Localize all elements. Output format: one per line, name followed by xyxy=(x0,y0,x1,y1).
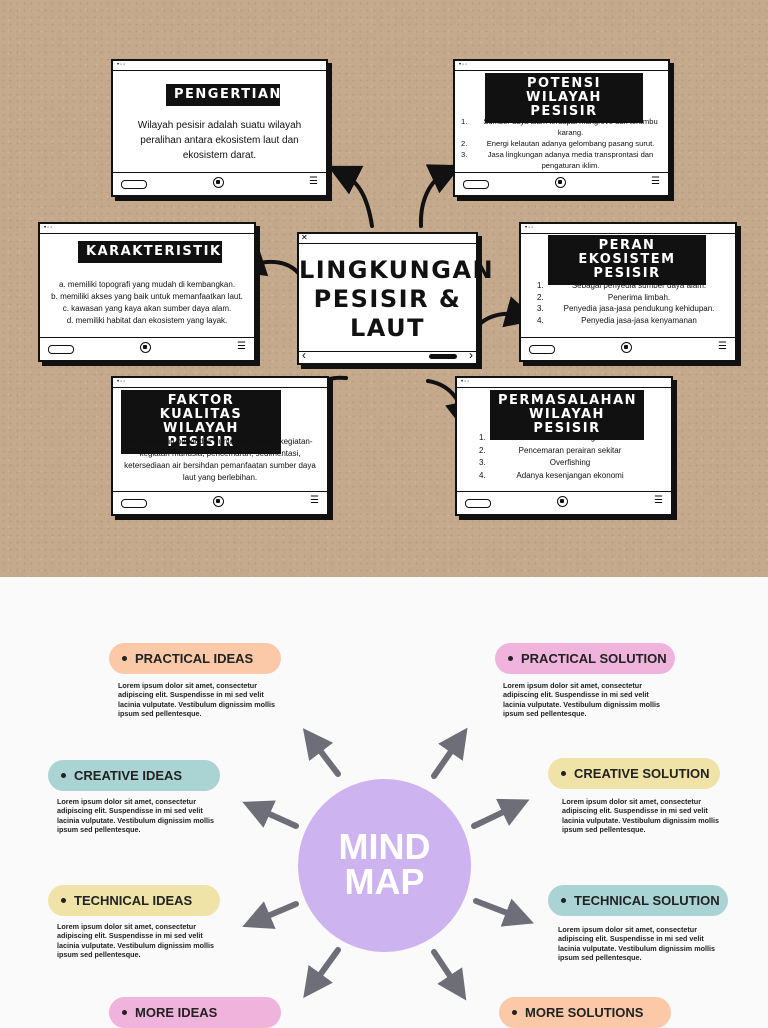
home-button-icon xyxy=(557,496,568,507)
arrow-right-upper xyxy=(471,798,530,829)
peran-list: 1.Sebagai penyedia sumber daya alam. 2.P… xyxy=(537,280,723,326)
list-item: 4.Penyedia jasa-jasa kenyamanan xyxy=(537,315,697,325)
menu-icon: ☰ xyxy=(718,341,727,352)
menu-icon: ☰ xyxy=(237,341,246,352)
window-dots-icon: •◦◦ xyxy=(459,62,469,68)
window-dots-icon: •◦◦ xyxy=(525,225,535,231)
home-button-icon xyxy=(621,342,632,353)
card-karakteristik: •◦◦ KARAKTERISTIK a. memiliki topografi … xyxy=(38,222,256,362)
home-button-icon xyxy=(212,177,224,188)
chevron-right-icon: › xyxy=(469,348,473,362)
potensi-list: 1.Sumber daya alam terdapat mangrove dan… xyxy=(461,116,662,171)
card-faktor: •◦◦ FAKTOR KUALITAS WILAYAH PESISIR pert… xyxy=(111,376,329,516)
scrollbar-thumb xyxy=(429,354,457,359)
pengertian-tag: PENGERTIAN xyxy=(166,84,280,106)
pill-icon xyxy=(121,180,147,189)
karakteristik-tag: KARAKTERISTIK xyxy=(78,241,222,263)
chevron-left-icon: ‹ xyxy=(302,348,306,362)
window-dots-icon: •◦◦ xyxy=(44,225,54,231)
window-title-bar: ✕ xyxy=(299,233,476,244)
faktor-text: pertumbuhan penduduk dunia yang besar, k… xyxy=(124,437,316,482)
window-dots-icon: •◦◦ xyxy=(117,379,127,385)
arrow-right-lower xyxy=(473,898,534,927)
list-item: 3.Jasa lingkungan adanya media transpron… xyxy=(461,150,654,170)
pengertian-text: Wilayah pesisir adalah suatu wilayah per… xyxy=(137,120,302,161)
home-button-icon xyxy=(140,342,151,353)
peran-tag: PERAN EKOSISTEM PESISIR xyxy=(548,235,706,285)
window-title-bar: •◦◦ xyxy=(455,61,668,71)
list-item: 4.Adanya kesenjangan ekonomi xyxy=(479,470,624,480)
center-topic-title: LINGKUNGAN PESISIR & LAUT xyxy=(299,256,495,342)
list-item: 2.Energi kelautan adanya gelombang pasan… xyxy=(461,139,655,148)
pill-icon xyxy=(121,499,147,508)
arrow-left-lower xyxy=(242,901,299,929)
list-item: 1.Sebagai penyedia sumber daya alam. xyxy=(537,281,707,290)
window-title-bar: •◦◦ xyxy=(113,378,327,388)
more-ideas-pill: MORE IDEAS xyxy=(109,997,281,1028)
technical-ideas-pill: TECHNICAL IDEAS xyxy=(48,885,220,916)
creative-ideas-pill: CREATIVE IDEAS xyxy=(48,760,220,791)
pill-icon xyxy=(529,345,555,354)
arrow-to-pengertian xyxy=(327,165,374,228)
window-title-bar: •◦◦ xyxy=(521,224,735,234)
karakteristik-text: a. memiliki topografi yang mudah di kemb… xyxy=(51,280,243,325)
practical-ideas-pill: PRACTICAL IDEAS xyxy=(109,643,281,674)
arrow-down-left xyxy=(303,947,341,999)
practical-solution-pill: PRACTICAL SOLUTION xyxy=(495,643,675,674)
permasalahan-tag: PERMASALAHAN WILAYAH PESISIR xyxy=(490,390,644,440)
list-item: 1.Sumber daya alam terdapat mangrove dan… xyxy=(461,117,658,137)
window-dots-icon: •◦◦ xyxy=(461,379,471,385)
list-item: 3.Overfishing xyxy=(479,458,591,467)
card-center-topic: ✕ LINGKUNGAN PESISIR & LAUT ‹ › xyxy=(297,232,495,365)
window-title-bar: •◦◦ xyxy=(457,378,671,388)
arrow-up-left xyxy=(302,728,341,777)
list-item: 2.Penerima limbah. xyxy=(537,292,671,302)
potensi-tag: POTENSI WILAYAH PESISIR xyxy=(485,73,643,123)
window-footer: ☰ xyxy=(113,491,327,514)
home-button-icon xyxy=(213,496,224,507)
more-solutions-pill: MORE SOLUTIONS xyxy=(499,997,671,1028)
arrow-to-potensi xyxy=(418,164,462,228)
pill-icon xyxy=(48,345,74,354)
list-item: 3.Penyedia jasa-jasa pendukung kehidupan… xyxy=(537,304,715,313)
window-footer: ☰ xyxy=(113,172,326,195)
faktor-tag: FAKTOR KUALITAS WILAYAH PESISIR xyxy=(121,390,281,454)
pill-icon xyxy=(465,499,491,508)
menu-icon: ☰ xyxy=(654,495,663,506)
menu-icon: ☰ xyxy=(310,495,319,506)
pill-icon xyxy=(463,180,489,189)
card-peran: •◦◦ PERAN EKOSISTEM PESISIR 1.Sebagai pe… xyxy=(519,222,737,362)
menu-icon: ☰ xyxy=(651,176,660,187)
window-footer: ☰ xyxy=(457,491,671,514)
card-permasalahan: •◦◦ PERMASALAHAN WILAYAH PESISIR 1.Tekan… xyxy=(455,376,673,516)
window-title-bar: •◦◦ xyxy=(113,61,326,71)
list-item: 2.Pencemaran perairan sekitar xyxy=(479,445,622,455)
arrow-down-right xyxy=(431,949,467,1001)
mind-map-center: MIND MAP xyxy=(298,779,471,952)
window-dots-icon: •◦◦ xyxy=(117,62,127,68)
home-button-icon xyxy=(554,177,566,188)
window-title-bar: •◦◦ xyxy=(40,224,254,234)
card-pengertian: •◦◦ PENGERTIAN Wilayah pesisir adalah su… xyxy=(111,59,328,197)
scrollbar: ‹ › xyxy=(299,348,476,363)
close-icon: ✕ xyxy=(301,233,308,242)
card-potensi: •◦◦ POTENSI WILAYAH PESISIR 1.Sumber day… xyxy=(453,59,670,197)
list-item: 1.Tekanan ekologis xyxy=(479,433,601,442)
window-footer: ☰ xyxy=(455,172,668,195)
arrow-left-upper xyxy=(242,800,299,829)
permasalahan-list: 1.Tekanan ekologis 2.Pencemaran perairan… xyxy=(479,432,643,482)
creative-solution-pill: CREATIVE SOLUTION xyxy=(548,758,720,789)
menu-icon: ☰ xyxy=(309,176,318,187)
technical-solution-pill: TECHNICAL SOLUTION xyxy=(548,885,728,916)
arrow-up-right xyxy=(431,727,468,779)
window-footer: ☰ xyxy=(521,337,735,360)
window-footer: ☰ xyxy=(40,337,254,360)
